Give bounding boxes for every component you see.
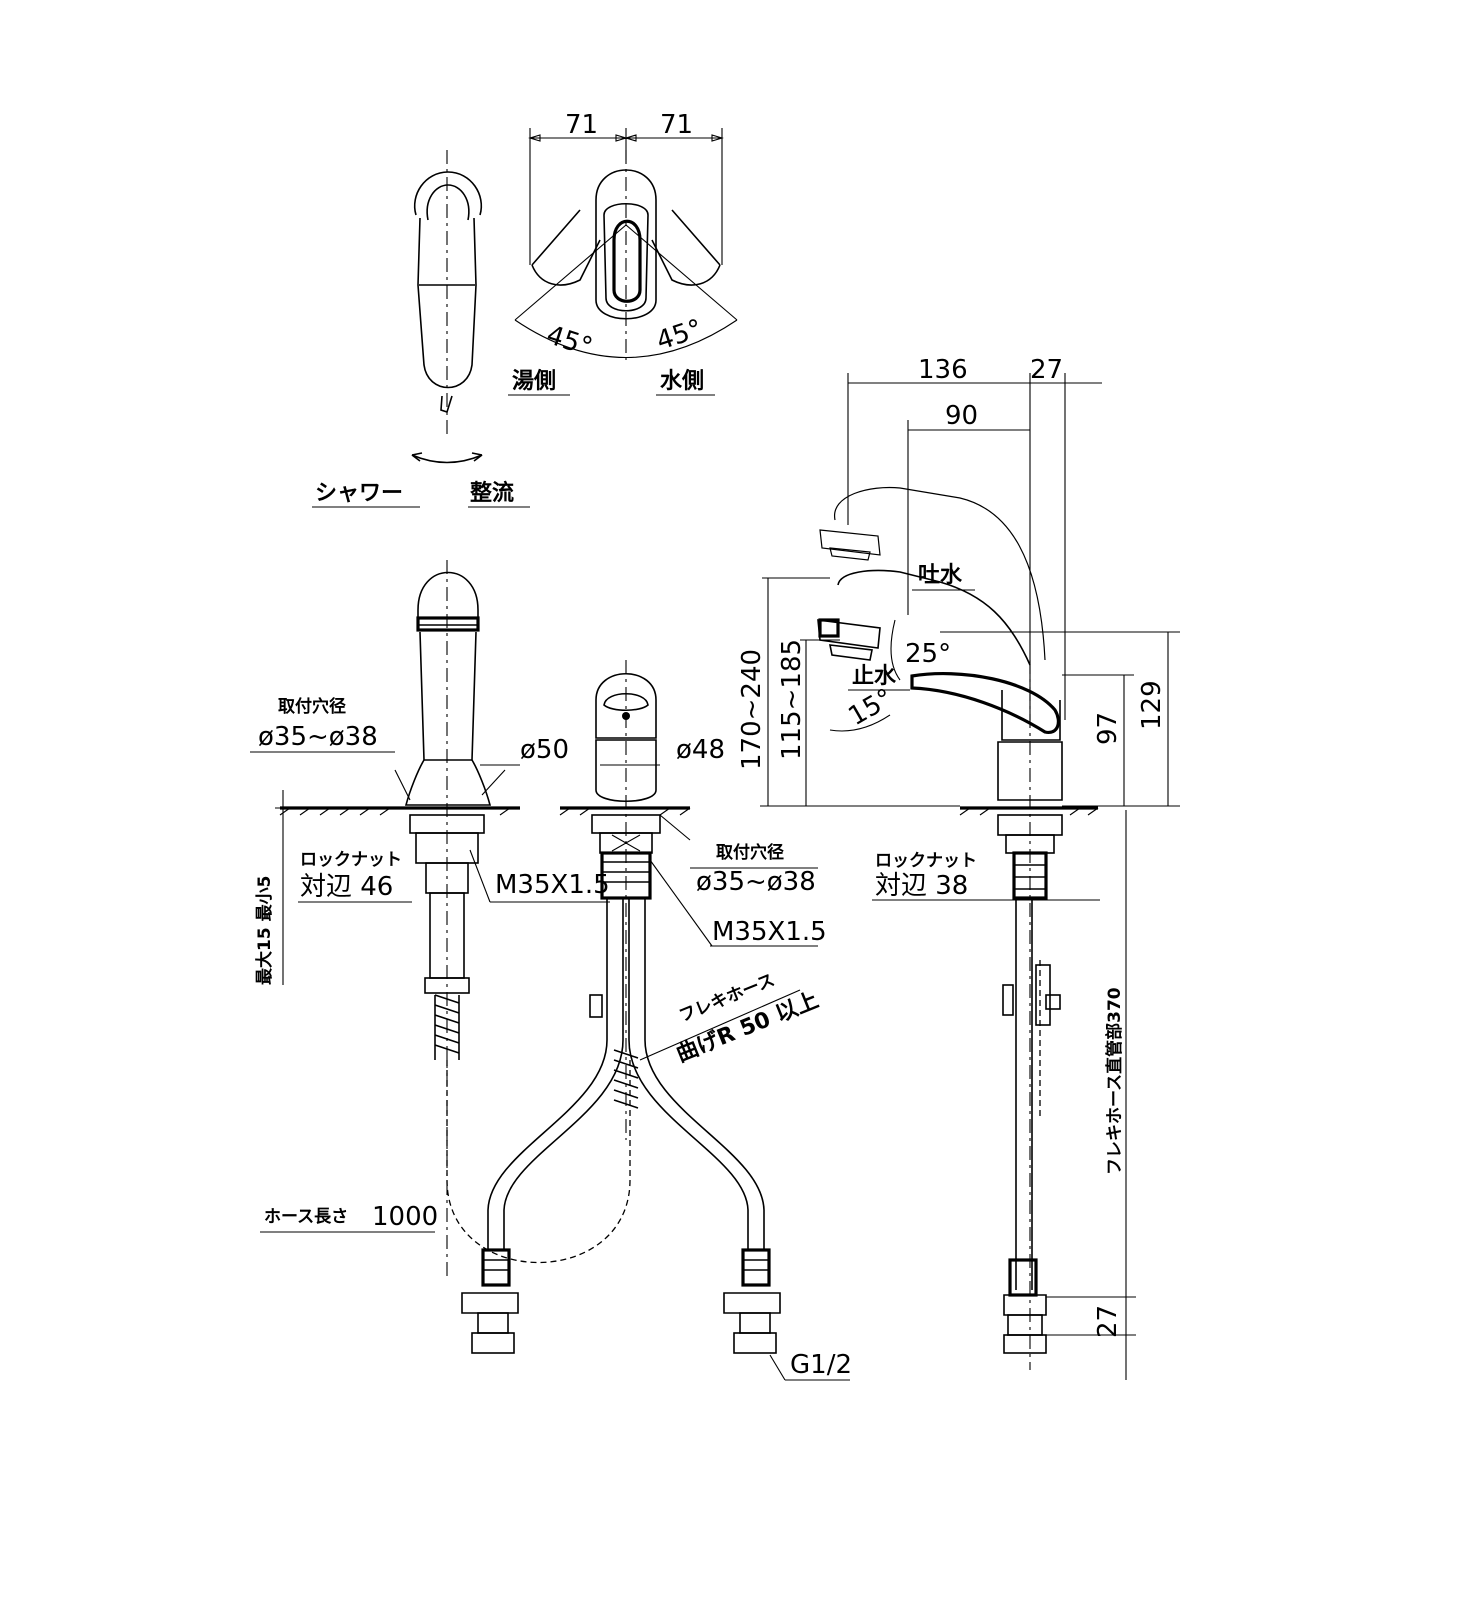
center-thread: M35X1.5 bbox=[712, 917, 827, 947]
front-locknut-value: 対辺 46 bbox=[300, 872, 393, 902]
front-mount-hole-title: 取付穴径 bbox=[278, 696, 346, 717]
dim-129: 129 bbox=[1137, 680, 1167, 730]
counter-thickness: 最大15 最小5 bbox=[254, 876, 275, 985]
spout-open-label: 吐水 bbox=[918, 563, 963, 588]
front-view: 取付穴径 ø35~ø38 ø50 ロックナット 対辺 46 M35X1.5 最大… bbox=[250, 560, 631, 1280]
dim-90: 90 bbox=[945, 401, 978, 431]
angle-25: 25° bbox=[905, 639, 951, 669]
height-range-1: 170~240 bbox=[737, 649, 767, 770]
front-thread: M35X1.5 bbox=[495, 870, 610, 900]
center-view: ø48 取付穴径 ø35~ø38 M35X1.5 フレキホース 曲げR 50 以… bbox=[461, 660, 852, 1381]
angle-hot: 45° bbox=[543, 320, 596, 363]
mode-stream-label: 整流 bbox=[470, 480, 514, 506]
angle-cold: 45° bbox=[653, 314, 706, 357]
spout-close-label: 止水 bbox=[852, 664, 897, 689]
front-mount-hole-value: ø35~ø38 bbox=[258, 722, 378, 752]
mode-shower-label: シャワー bbox=[315, 481, 403, 506]
cold-side-label: 水側 bbox=[660, 369, 704, 394]
center-mount-hole-title: 取付穴径 bbox=[716, 842, 784, 863]
handle-top-view: 71 71 45° 45° 湯側 水側 bbox=[508, 110, 738, 396]
center-body-dia: ø48 bbox=[676, 735, 725, 765]
hose-length-value: 1000 bbox=[372, 1202, 438, 1232]
dim-71-left: 71 bbox=[565, 110, 598, 140]
front-base-dia: ø50 bbox=[520, 735, 569, 765]
dim-27-top: 27 bbox=[1030, 355, 1063, 385]
dim-71-right: 71 bbox=[660, 110, 693, 140]
hot-side-label: 湯側 bbox=[512, 369, 556, 394]
connection-size: G1/2 bbox=[790, 1350, 852, 1380]
side-view: 136 27 90 bbox=[737, 355, 1180, 1380]
hose-length-label: ホース長さ bbox=[264, 1207, 348, 1227]
front-locknut-title: ロックナット bbox=[300, 850, 402, 870]
dim-27-bottom: 27 bbox=[1093, 1305, 1123, 1338]
side-locknut-title: ロックナット bbox=[875, 851, 977, 871]
side-locknut-value: 対辺 38 bbox=[875, 871, 968, 901]
dim-97: 97 bbox=[1093, 712, 1123, 745]
center-mount-hole-value: ø35~ø38 bbox=[696, 867, 816, 897]
spout-top-view: シャワー 整流 bbox=[312, 150, 530, 508]
dim-136: 136 bbox=[918, 355, 968, 385]
height-range-2: 115~185 bbox=[777, 639, 807, 760]
flex-hose-length: フレキホース直管部370 bbox=[1104, 987, 1125, 1175]
